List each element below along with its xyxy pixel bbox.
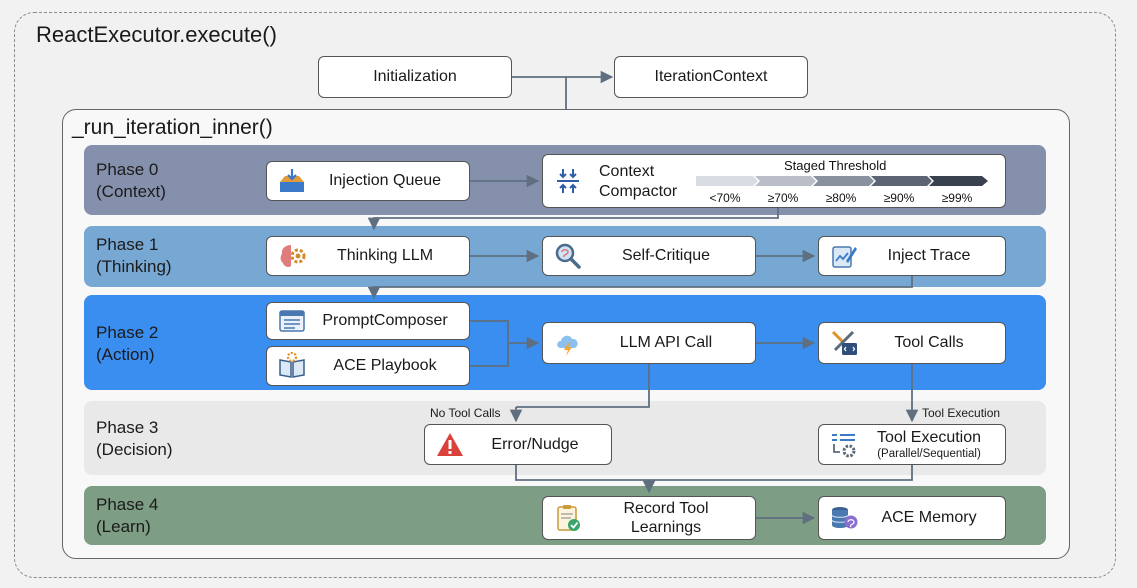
staged-threshold-title: Staged Threshold [784,158,887,173]
tool-execution-branch-label: Tool Execution [922,406,1001,420]
phase-4-label: Phase 4 (Learn) [96,494,158,538]
tool-execution-label: Tool Execution (Parallel/Sequential) [859,428,1005,462]
record-line1: Record Tool [623,500,709,517]
list-gear-icon [829,430,859,460]
threshold-tick-3: ≥80% [825,191,857,205]
ace-memory-label: ACE Memory [881,509,977,526]
arrow-phase0-to-phase1 [367,205,779,231]
iteration-context-box: IterationContext [614,56,808,98]
phase-4-sub: (Learn) [96,517,151,536]
injection-queue-label: Injection Queue [328,172,442,189]
iteration-inner-title: _run_iteration_inner() [72,116,273,139]
phase-1-name: Phase 1 [96,235,159,254]
phase-1-sub: (Thinking) [96,257,172,276]
llm-api-call-label: LLM API Call [619,334,713,351]
error-nudge-box: Error/Nudge [424,424,612,465]
prompt-composer-label: PromptComposer [322,312,448,329]
ace-playbook-box: ACE Playbook [266,346,470,386]
inbox-tray-icon [277,166,307,196]
threshold-stage-4 [871,176,932,186]
warning-triangle-icon [435,430,465,460]
phase-3-label: Phase 3 (Decision) [96,417,173,461]
execute-title: ReactExecutor.execute() [36,22,277,47]
no-tool-calls-label: No Tool Calls [430,406,501,420]
initialization-box: Initialization [318,56,512,98]
tool-execution-box: Tool Execution (Parallel/Sequential) [818,424,1006,465]
brain-gear-icon [277,241,307,271]
threshold-tick-5: ≥99% [941,191,973,205]
initialization-label: Initialization [373,68,457,85]
phase-1-label: Phase 1 (Thinking) [96,234,172,278]
phase-0-name: Phase 0 [96,160,159,179]
arrow-phase1-to-phase2 [367,276,913,300]
threshold-stage-5 [929,176,988,186]
phase-2-label: Phase 2 (Action) [96,322,158,366]
phase-2-sub: (Action) [96,345,155,364]
prompt-composer-box: PromptComposer [266,302,470,340]
ace-memory-box: ACE Memory [818,496,1006,540]
magnifier-brain-icon [553,241,583,271]
database-brain-icon [829,503,859,533]
threshold-tick-4: ≥90% [883,191,915,205]
tool-calls-label: Tool Calls [894,334,964,351]
document-window-icon [277,306,307,336]
threshold-stage-1 [696,176,758,186]
record-learnings-box: Record Tool Learnings [542,496,756,540]
cloud-lightning-icon [553,328,583,358]
phase-0-label: Phase 0 (Context) [96,159,166,203]
tool-execution-line1: Tool Execution [876,428,982,446]
notepad-pen-icon [829,241,859,271]
record-line2: Learnings [630,519,702,536]
phase-0-sub: (Context) [96,182,166,201]
tool-calls-box: Tool Calls [818,322,1006,364]
tools-code-icon [829,328,859,358]
ace-playbook-label: ACE Playbook [333,357,437,374]
phase-4-name: Phase 4 [96,495,159,514]
record-learnings-label: Record Tool Learnings [583,499,755,537]
injection-queue-box: Injection Queue [266,161,470,201]
threshold-tick-2: ≥70% [767,191,799,205]
self-critique-box: Self-Critique [542,236,756,276]
phase-2-name: Phase 2 [96,323,159,342]
context-compactor-label: Context Compactor [599,162,677,202]
error-nudge-label: Error/Nudge [491,435,579,453]
iteration-context-label: IterationContext [654,68,768,85]
inject-trace-box: Inject Trace [818,236,1006,276]
compress-icon [553,166,583,196]
phase-3-sub: (Decision) [96,440,173,459]
threshold-stage-2 [755,176,816,186]
llm-api-call-box: LLM API Call [542,322,756,364]
open-book-gear-icon [277,351,307,381]
thinking-llm-label: Thinking LLM [336,247,434,264]
line-llm-down [516,364,650,408]
threshold-tick-1: <70% [709,191,741,205]
inject-trace-label: Inject Trace [887,247,971,264]
tool-execution-line2: (Parallel/Sequential) [877,447,981,460]
compactor-line2: Compactor [599,183,678,200]
compactor-line1: Context [599,163,655,180]
phase-3-name: Phase 3 [96,418,159,437]
threshold-stage-3 [813,176,874,186]
line-error-down [515,465,913,481]
clipboard-check-icon [553,503,583,533]
self-critique-label: Self-Critique [621,247,711,264]
thinking-llm-box: Thinking LLM [266,236,470,276]
